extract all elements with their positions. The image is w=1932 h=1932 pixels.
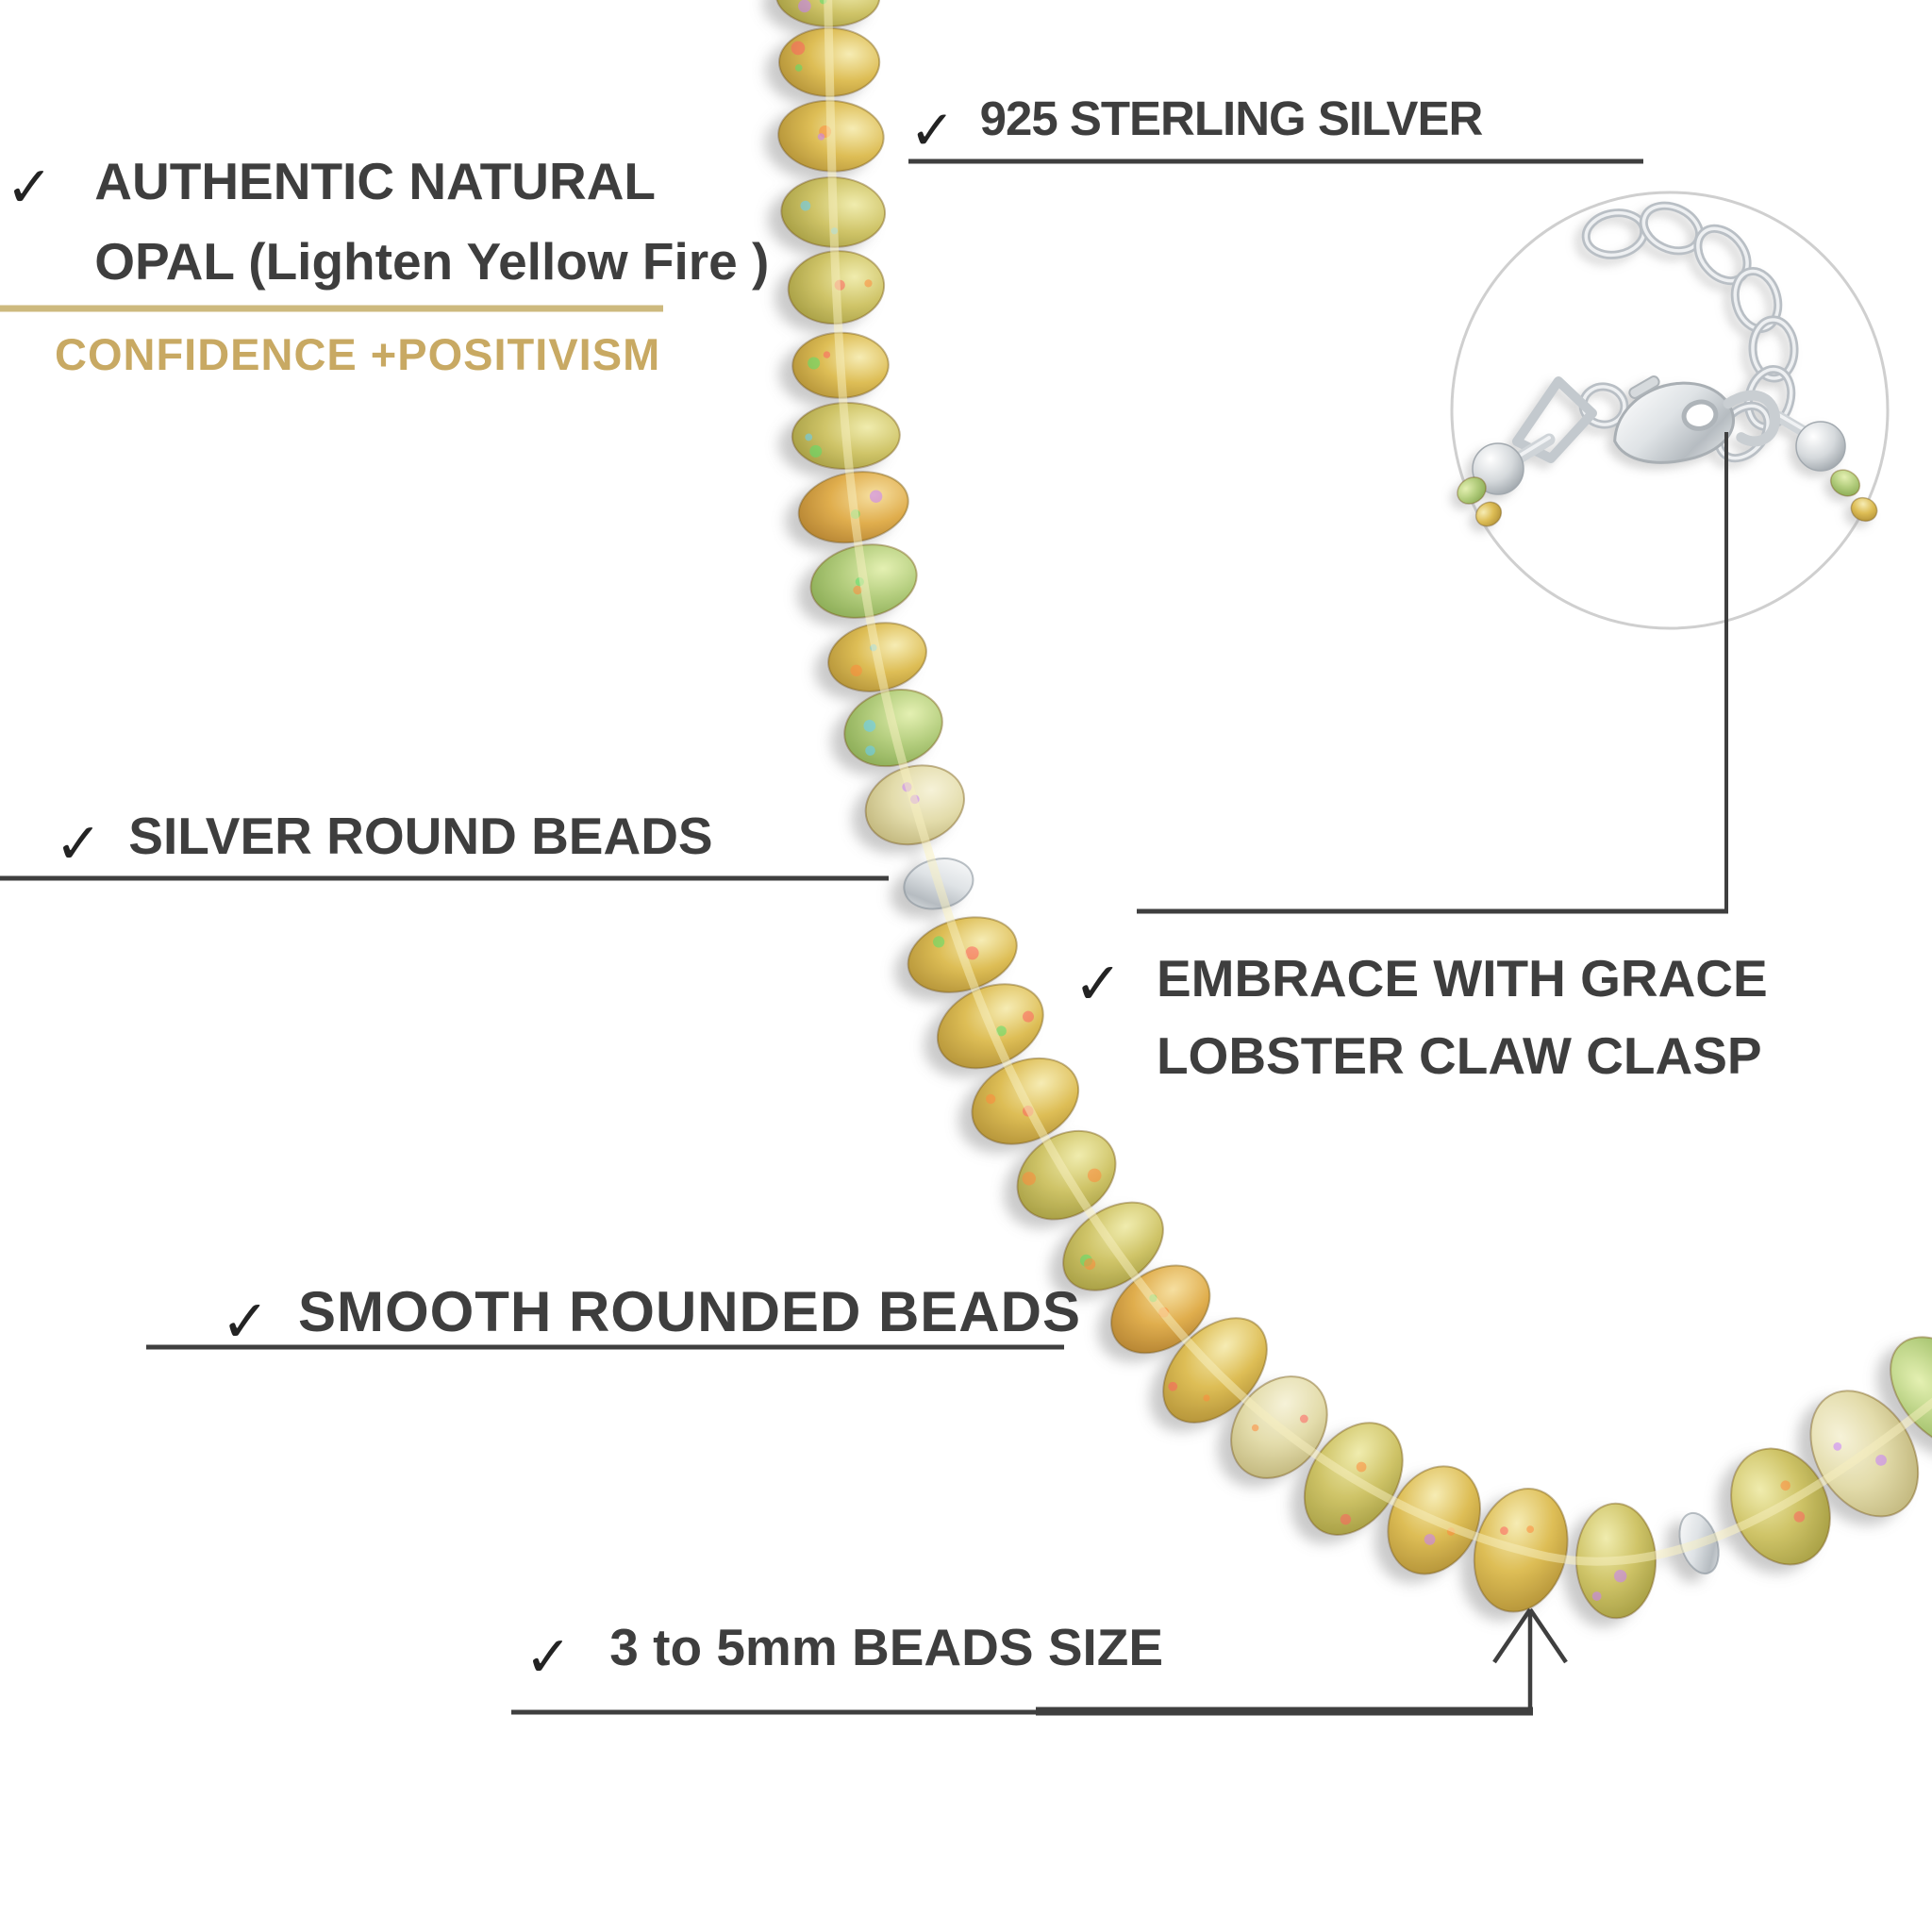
arrow-barb-left [1492, 1607, 1532, 1664]
label-text: 925 STERLING SILVER [979, 92, 1484, 145]
callout-lines [0, 158, 1728, 1716]
label-tagline: CONFIDENCE +POSITIVISM [55, 328, 660, 380]
label-text: OPAL (Lighten Yellow Fire ) [94, 232, 770, 291]
label-text: 3 to 5mm BEADS SIZE [609, 1618, 1164, 1676]
label-text: EMBRACE WITH GRACE [1156, 949, 1768, 1008]
arrow-barb-right [1528, 1607, 1568, 1664]
label-smooth-rounded-beads: ✓ SMOOTH ROUNDED BEADS [221, 1279, 1081, 1356]
check-icon: ✓ [909, 100, 956, 161]
check-icon: ✓ [221, 1290, 270, 1355]
label-authentic-opal: ✓ AUTHENTIC NATURAL OPAL (Lighten Yellow… [6, 142, 769, 302]
check-icon: ✓ [55, 812, 103, 875]
check-icon: ✓ [6, 156, 54, 219]
label-text: SILVER ROUND BEADS [128, 807, 713, 865]
size-arrow [1492, 1607, 1568, 1712]
clasp-detail-inset [1450, 191, 1890, 630]
check-icon: ✓ [525, 1625, 573, 1689]
label-lobster-claw-clasp: ✓ EMBRACE WITH GRACE LOBSTER CLAW CLASP [1074, 940, 1768, 1094]
label-beads-size: ✓ 3 to 5mm BEADS SIZE [525, 1617, 1163, 1690]
check-icon: ✓ [1074, 952, 1123, 1017]
label-text: SMOOTH ROUNDED BEADS [297, 1280, 1081, 1343]
label-text: CONFIDENCE +POSITIVISM [55, 329, 661, 379]
label-sterling-silver: ✓ 925 STERLING SILVER [909, 91, 1484, 162]
label-silver-round-beads: ✓ SILVER ROUND BEADS [55, 806, 713, 877]
opal-bead-strand [774, 0, 1932, 1620]
label-text: LOBSTER CLAW CLASP [1156, 1026, 1762, 1085]
label-text: AUTHENTIC NATURAL [94, 152, 657, 210]
